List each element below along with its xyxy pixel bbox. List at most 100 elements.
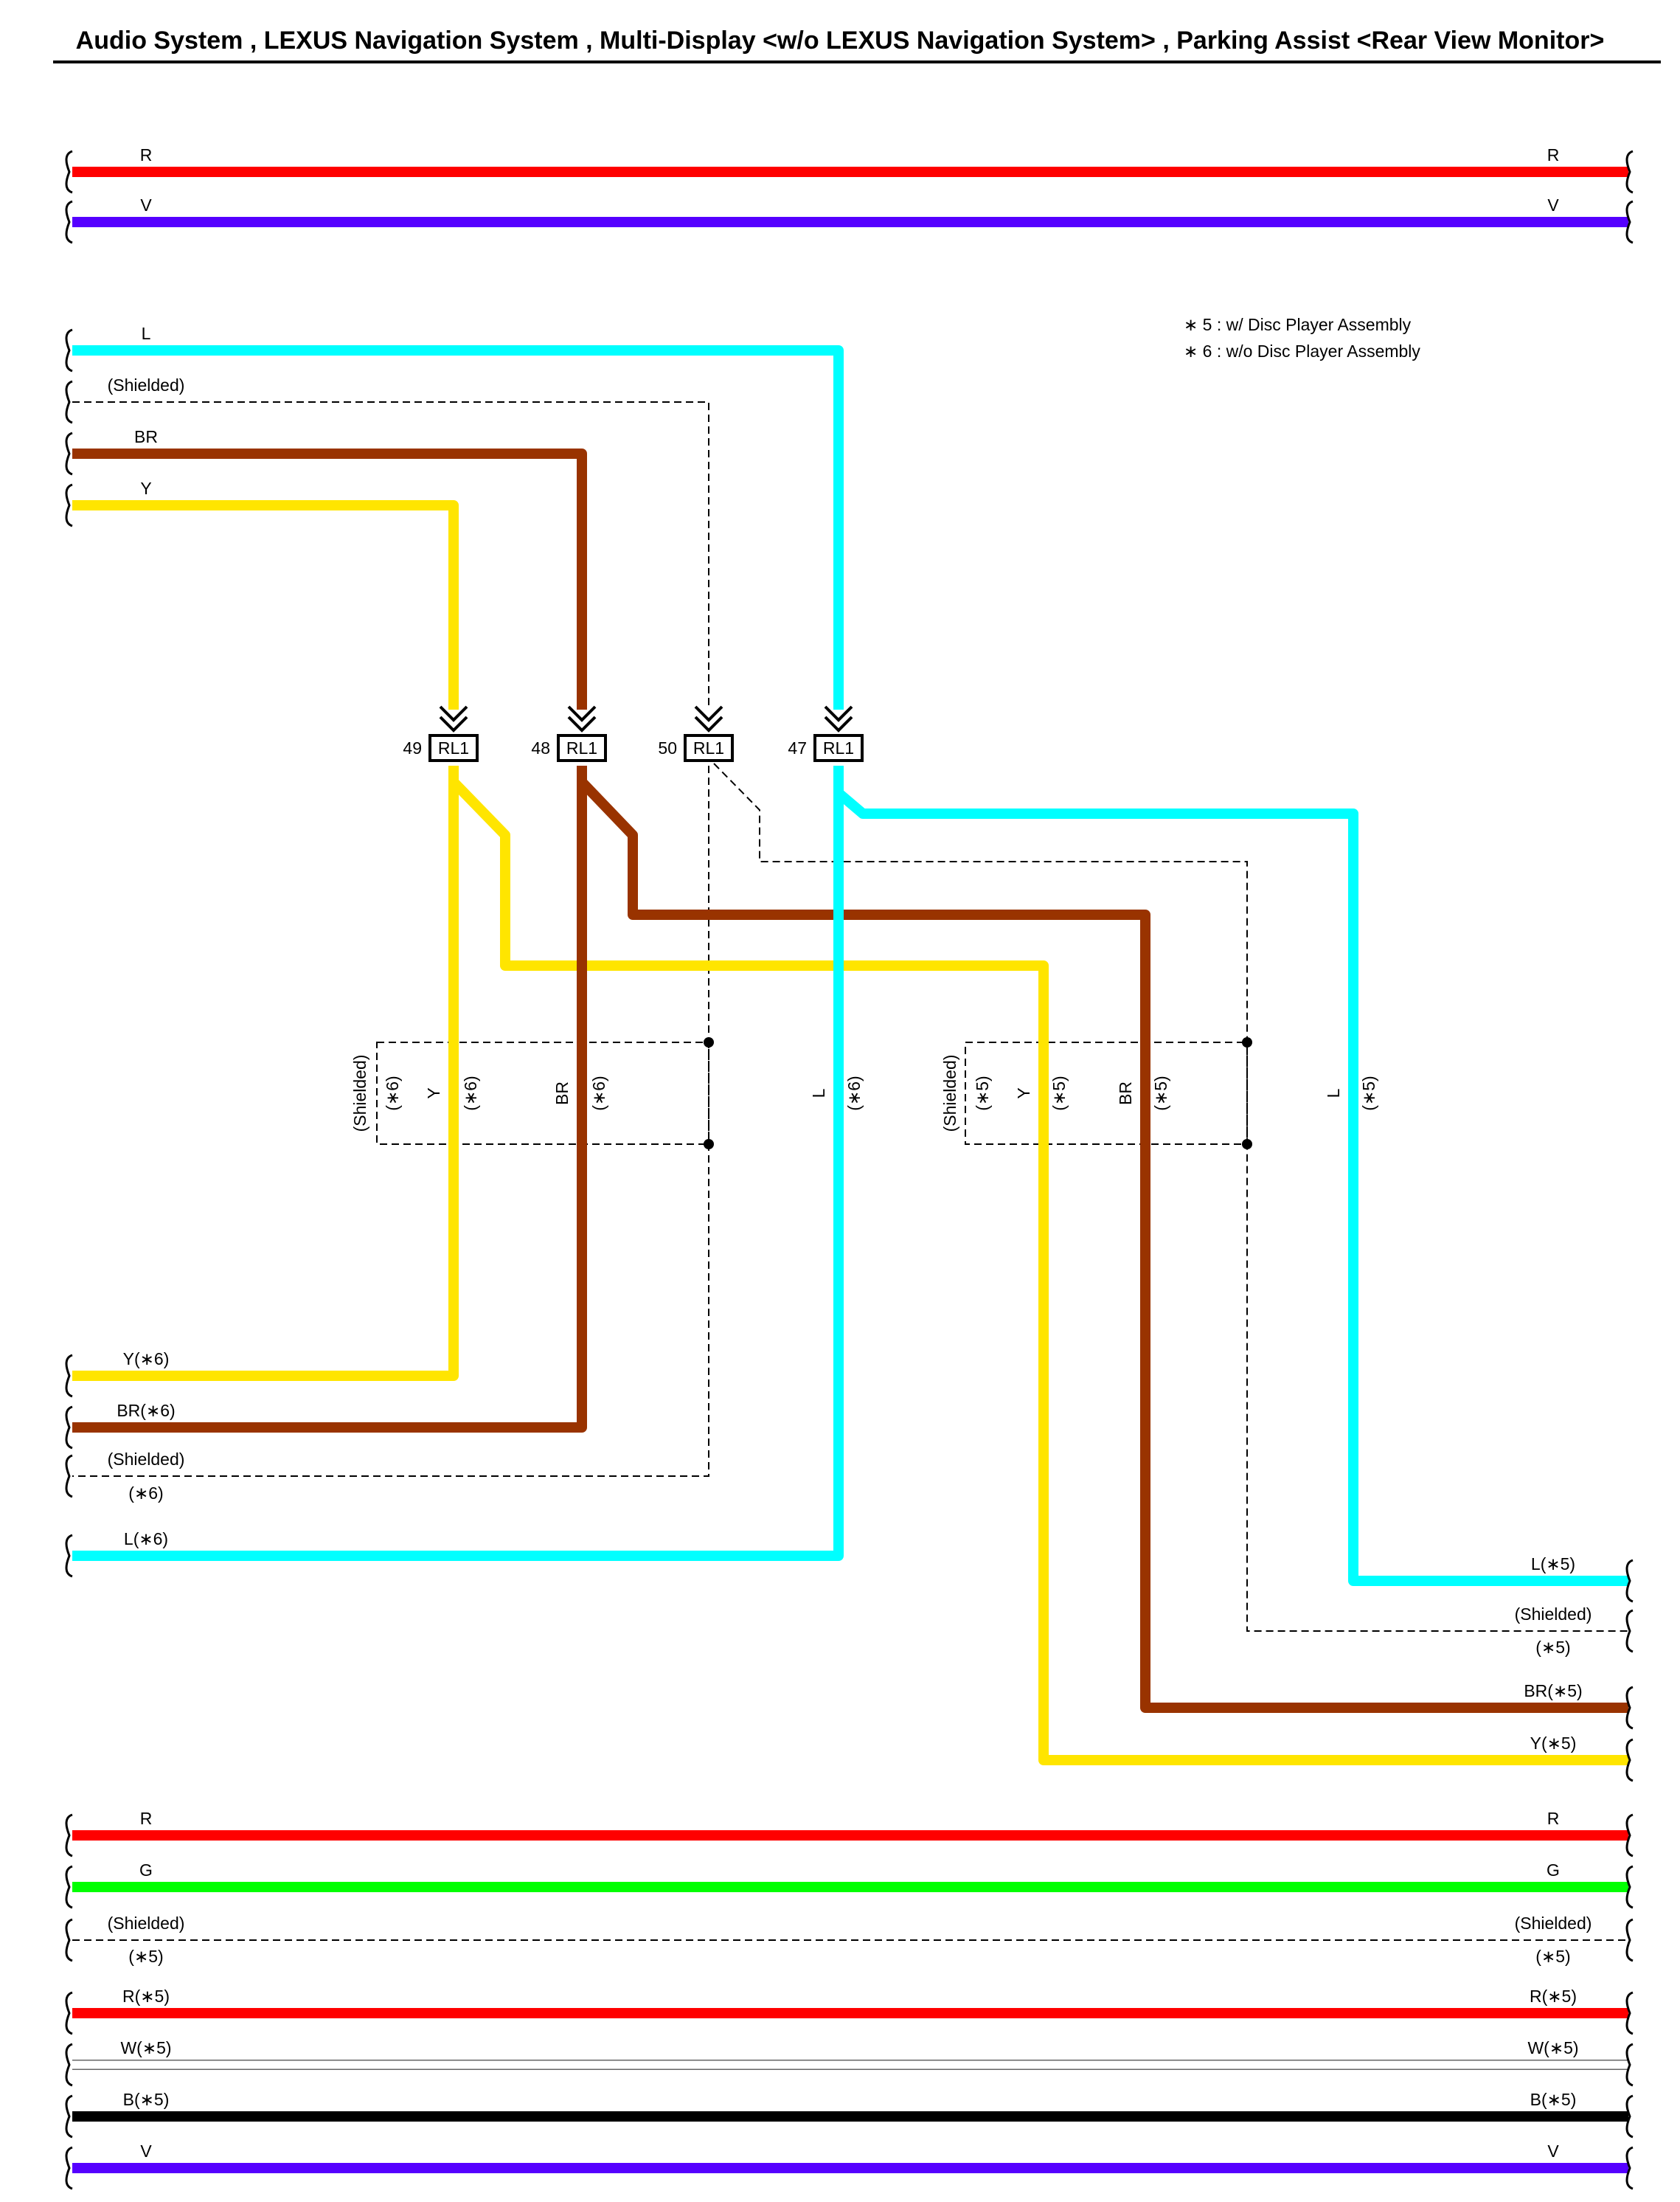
junction-dot (704, 1037, 714, 1048)
brace-left (65, 200, 74, 244)
junction-dot (1242, 1139, 1252, 1149)
connector-label-49: RL1 (438, 738, 469, 758)
label-v-top-left: V (140, 195, 152, 215)
connector-label-48: RL1 (566, 738, 597, 758)
connector-arrow-icon (824, 705, 853, 722)
vlabel-l-6: L (809, 1088, 828, 1098)
wire-br-group (72, 449, 1628, 1713)
brace-right (1625, 1609, 1634, 1653)
brace-left (65, 1405, 74, 1450)
note-disc-player-with: ∗ 5 : w/ Disc Player Assembly (1184, 315, 1412, 334)
bottom-wire-group: R R G G (Shielded) (Shielded) (∗5) (∗5) … (65, 1809, 1634, 2190)
label-l-in: L (142, 324, 151, 343)
page-title: Audio System , LEXUS Navigation System ,… (75, 27, 1605, 55)
label-shielded-5: (Shielded) (1515, 1604, 1592, 1624)
brace-left (65, 380, 74, 424)
label-shielded-bottom-right-note: (∗5) (1535, 1947, 1570, 1966)
wire-y-group (72, 500, 1628, 1765)
connector-box-49 (428, 734, 479, 762)
vlabel-l-6-note: (∗6) (844, 1076, 864, 1110)
pin-number-47: 47 (788, 738, 807, 758)
wire-br-5 (577, 778, 1628, 1713)
label-g-right: G (1547, 1860, 1560, 1880)
connector-box-50 (684, 734, 734, 762)
wire-y-6 (72, 766, 459, 1381)
connector-arrow-icon (694, 716, 723, 733)
label-r-top-left: R (140, 145, 153, 165)
connector-boxes: RL1 RL1 RL1 RL1 49 48 50 47 (403, 734, 864, 762)
junction-dot (1242, 1037, 1252, 1048)
label-r-bottom-right: R (1547, 1809, 1560, 1828)
wire-y-5 (449, 778, 1628, 1765)
vlabel-l-5-note: (∗5) (1359, 1076, 1378, 1110)
label-w5-left: W(∗5) (120, 2038, 171, 2057)
shield-box-5 (965, 1042, 1248, 1145)
connector-box-48 (557, 734, 607, 762)
vlabel-shielded-5: (Shielded) (940, 1055, 959, 1132)
wire-y-in (72, 500, 459, 710)
label-y-6: Y(∗6) (123, 1349, 170, 1368)
brace-left (65, 1534, 74, 1578)
shield-junctions (704, 1037, 1252, 1149)
brace-left (65, 328, 74, 373)
wire-br-6 (72, 766, 587, 1433)
label-r-bottom-left: R (140, 1809, 153, 1828)
brace-left (65, 2146, 74, 2190)
wire-shielded-in (72, 401, 709, 710)
label-y-in: Y (140, 479, 151, 498)
label-v-bottom-left: V (140, 2142, 152, 2161)
connector-label-47: RL1 (823, 738, 854, 758)
label-br-6: BR(∗6) (117, 1401, 175, 1420)
label-shielded-bottom-left-note: (∗5) (128, 1947, 163, 1966)
brace-left (65, 1991, 74, 2035)
vlabel-shielded-6-note: (∗6) (383, 1076, 402, 1110)
label-w5-right: W(∗5) (1527, 2038, 1578, 2057)
label-shielded-6-note: (∗6) (128, 1483, 163, 1503)
vlabel-br-5: BR (1116, 1081, 1135, 1105)
vlabel-y-5-note: (∗5) (1049, 1076, 1069, 1110)
pin-number-50: 50 (658, 738, 677, 758)
connector-label-50: RL1 (693, 738, 724, 758)
brace-left (65, 1865, 74, 1909)
label-g-left: G (139, 1860, 153, 1880)
connector-arrow-icon (439, 705, 468, 722)
shielded-lines (72, 401, 1628, 1941)
wire-l-5 (835, 789, 1628, 1586)
brace-left (65, 150, 74, 194)
label-b5-right: B(∗5) (1530, 2090, 1577, 2109)
label-r5-left: R(∗5) (122, 1987, 170, 2006)
label-y-5: Y(∗5) (1530, 1734, 1577, 1753)
label-shielded-6: (Shielded) (108, 1450, 185, 1469)
vertical-labels: (Shielded) (∗6) Y (∗6) BR (∗6) L (∗6) (S… (350, 1055, 1378, 1132)
label-v-top-right: V (1547, 195, 1559, 215)
vlabel-y-6: Y (424, 1087, 443, 1098)
label-br-in: BR (134, 427, 158, 446)
connector-arrow-icon (824, 716, 853, 733)
pin-number-48: 48 (531, 738, 550, 758)
label-l-5: L(∗5) (1531, 1554, 1575, 1573)
vlabel-y-5: Y (1014, 1087, 1033, 1098)
vlabel-l-5: L (1324, 1088, 1343, 1098)
note-disc-player-without: ∗ 6 : w/o Disc Player Assembly (1184, 342, 1420, 361)
junction-dot (704, 1139, 714, 1149)
wire-l-group (72, 345, 1628, 1586)
shield-box-6 (376, 1042, 709, 1145)
wire-l-6 (72, 766, 844, 1561)
label-br-5: BR(∗5) (1524, 1681, 1582, 1700)
wire-br-in (72, 449, 587, 710)
brace-left (65, 483, 74, 527)
vlabel-shielded-5-note: (∗5) (973, 1076, 992, 1110)
label-r5-right: R(∗5) (1530, 1987, 1577, 2006)
vlabel-br-6-note: (∗6) (589, 1076, 608, 1110)
vlabel-y-6-note: (∗6) (461, 1076, 480, 1110)
label-shielded-bottom-right: (Shielded) (1515, 1914, 1592, 1933)
connector-arrow-icon (694, 705, 723, 722)
brace-left (65, 1454, 74, 1498)
wire-shielded-5 (713, 763, 1628, 1632)
label-v-bottom-right: V (1547, 2142, 1559, 2161)
top-wire-group: R R V V (65, 145, 1634, 244)
label-l-6: L(∗6) (124, 1529, 168, 1548)
brace-left (65, 2094, 74, 2139)
connector-arrow-icon (567, 705, 597, 722)
